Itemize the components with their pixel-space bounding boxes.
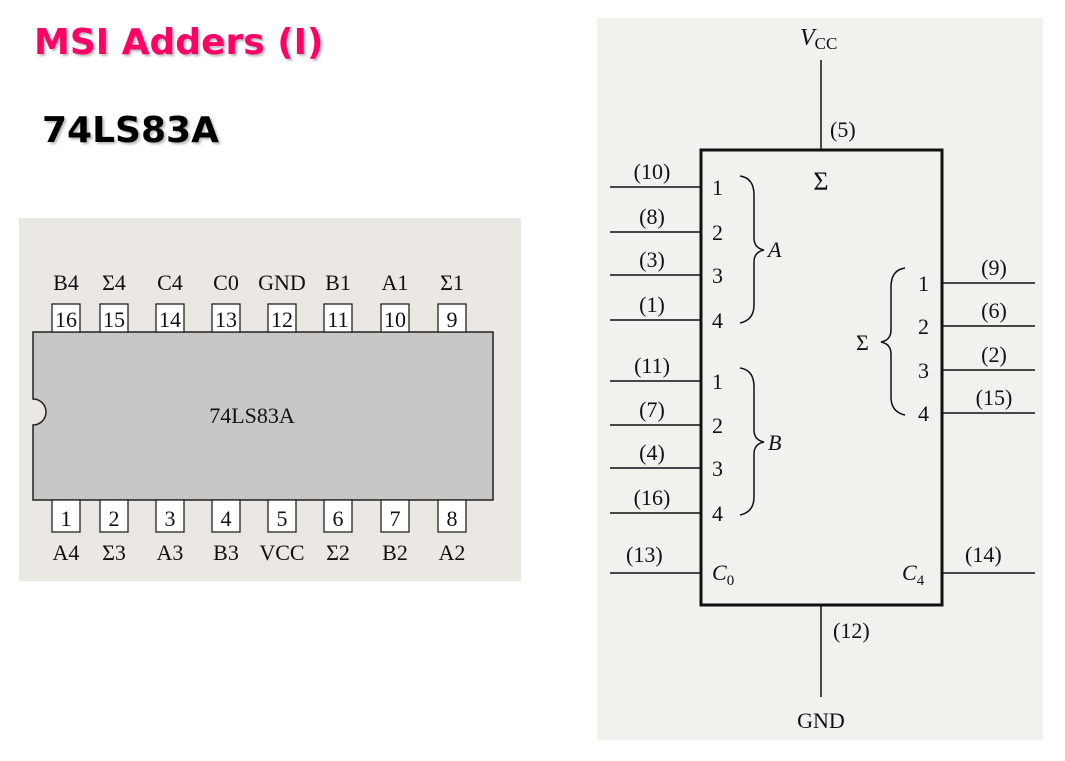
input-pin-number: (10) (634, 159, 671, 184)
pin-box (380, 499, 410, 533)
input-pin-number: (3) (639, 247, 665, 272)
output-bit: 1 (918, 271, 929, 296)
input-pin-number: (8) (639, 204, 665, 229)
pin-number: 6 (333, 506, 344, 531)
pin-number: 12 (271, 307, 293, 332)
pin-box (380, 303, 410, 333)
pin-label: Σ3 (102, 540, 126, 565)
slide-title: MSI Adders (I) (34, 22, 324, 63)
output-bit: 3 (918, 358, 929, 383)
pin-number: 11 (327, 307, 348, 332)
logic-symbol: VCC (5) Σ (12) GND A B Σ (10) 1 (8) 2 (3) 3 (1… (597, 18, 1043, 740)
pin-label: B4 (53, 270, 79, 295)
output-bit: 2 (918, 314, 929, 339)
input-bit: 2 (712, 413, 723, 438)
pin-box (267, 499, 297, 533)
pin-number: 9 (447, 307, 458, 332)
pin-label: B3 (213, 540, 239, 565)
pin-number: 5 (277, 506, 288, 531)
pin-box (323, 303, 353, 333)
pin-label: C0 (213, 270, 239, 295)
symbol-panel (597, 18, 1043, 740)
vcc-pin: (5) (830, 117, 856, 142)
gnd-pin: (12) (833, 618, 870, 643)
input-bit: 3 (712, 456, 723, 481)
pin-label: A2 (439, 540, 466, 565)
pin-box (437, 499, 467, 533)
pin-label: B2 (382, 540, 408, 565)
pin-number: 7 (390, 506, 401, 531)
pin-number: 8 (447, 506, 458, 531)
pin-number: 2 (109, 506, 120, 531)
pin-label: Σ1 (440, 270, 464, 295)
pin-box (155, 499, 185, 533)
pin-number: 16 (55, 307, 77, 332)
carry-in-pin: (13) (626, 542, 663, 567)
output-bit: 4 (918, 401, 929, 426)
input-pin-number: (1) (639, 292, 665, 317)
pin-label: C4 (157, 270, 183, 295)
pin-label: GND (258, 270, 306, 295)
chip-label: 74LS83A (209, 403, 295, 428)
pin-label: Σ2 (326, 540, 350, 565)
output-pin-number: (15) (976, 385, 1013, 410)
slide-subtitle: 74LS83A (42, 110, 219, 151)
carry-out-pin: (14) (965, 542, 1002, 567)
pin-number: 15 (103, 307, 125, 332)
input-pin-number: (4) (639, 440, 665, 465)
input-bit: 4 (712, 308, 723, 333)
pin-box (51, 499, 81, 533)
pin-label: A3 (157, 540, 184, 565)
pin-box (99, 499, 129, 533)
pin-box (211, 303, 241, 333)
sum-group-label: Σ (856, 330, 869, 355)
pin-number: 3 (165, 506, 176, 531)
input-pin-number: (7) (639, 397, 665, 422)
b-group-label: B (768, 430, 781, 455)
pin-label: A4 (53, 540, 80, 565)
vcc-label: VCC (800, 25, 837, 53)
pinout-diagram: 74LS83A 16B415Σ414C413C012GND11B110A19Σ1… (19, 218, 521, 581)
input-bit: 3 (712, 263, 723, 288)
a-group-label: A (766, 237, 782, 262)
pin-number: 13 (215, 307, 237, 332)
carry-out-label: C4 (902, 560, 925, 589)
pin-box (99, 303, 129, 333)
chip-body (32, 331, 494, 501)
input-bit: 2 (712, 220, 723, 245)
gnd-label: GND (797, 708, 845, 733)
output-pin-number: (6) (981, 298, 1007, 323)
input-bit: 4 (712, 501, 723, 526)
output-pin-number: (9) (981, 255, 1007, 280)
input-bit: 1 (712, 175, 723, 200)
pin-number: 10 (384, 307, 406, 332)
carry-in-label: C0 (712, 560, 734, 589)
input-pin-number: (16) (634, 485, 671, 510)
sigma-label: Σ (813, 167, 828, 196)
pin-box (437, 303, 467, 333)
input-bit: 1 (712, 369, 723, 394)
pin-box (51, 303, 81, 333)
pin-number: 1 (61, 506, 72, 531)
pin-number: 4 (221, 506, 232, 531)
input-pin-number: (11) (634, 353, 670, 378)
pin-label: Σ4 (102, 270, 126, 295)
pin-box (155, 303, 185, 333)
pin-box (211, 499, 241, 533)
pin-box (267, 303, 297, 333)
output-pin-number: (2) (981, 342, 1007, 367)
pin-label: VCC (259, 540, 304, 565)
pin-number: 14 (159, 307, 181, 332)
pin-label: B1 (325, 270, 351, 295)
pin-label: A1 (382, 270, 409, 295)
pin-box (323, 499, 353, 533)
